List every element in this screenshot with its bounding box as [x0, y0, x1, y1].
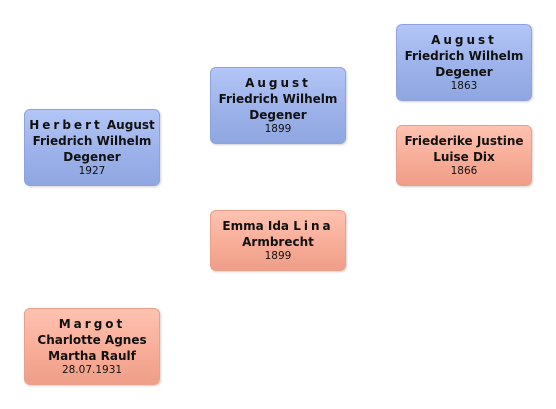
- person-date: 1927: [78, 165, 106, 177]
- person-name-line1: August: [245, 76, 311, 90]
- person-surname: Degener: [249, 108, 307, 122]
- person-date: 1866: [450, 165, 478, 177]
- person-date: 28.07.1931: [61, 364, 123, 376]
- person-surname: Degener: [63, 150, 121, 164]
- person-name-line1: Herbert August: [29, 117, 155, 133]
- person-first-names: Emma Ida: [222, 219, 294, 233]
- person-name-line1: Margot: [58, 317, 126, 331]
- person-date: 1899: [264, 123, 292, 135]
- person-call-name: Lina: [293, 219, 334, 233]
- person-name-line2: Charlotte Agnes: [37, 333, 147, 347]
- person-card-emma-armbrecht[interactable]: Emma Ida Lina Armbrecht 1899: [210, 210, 346, 271]
- person-card-august-degener-1899[interactable]: August Friedrich Wilhelm Degener 1899: [210, 67, 346, 144]
- person-surname: Degener: [435, 65, 493, 79]
- person-date: 1863: [450, 80, 478, 92]
- person-first-name: Herbert: [29, 118, 103, 132]
- person-card-august-degener-1863[interactable]: August Friedrich Wilhelm Degener 1863: [396, 24, 532, 101]
- person-name-line2: Friedrich Wilhelm: [218, 92, 338, 106]
- person-name-line2: Friedrich Wilhelm: [32, 134, 152, 148]
- person-card-herbert-degener[interactable]: Herbert August Friedrich Wilhelm Degener…: [24, 109, 160, 186]
- person-name-line1: August: [431, 33, 497, 47]
- person-card-friederike-dix[interactable]: Friederike Justine Luise Dix 1866: [396, 125, 532, 186]
- person-name-line1: Friederike Justine: [404, 134, 524, 148]
- person-name-line2: Friedrich Wilhelm: [404, 49, 524, 63]
- person-name-line1: Emma Ida Lina: [222, 218, 333, 234]
- person-surname: Luise Dix: [433, 150, 495, 164]
- person-surname: Armbrecht: [242, 235, 314, 249]
- person-date: 1899: [264, 250, 292, 262]
- person-card-margot-raulf[interactable]: Margot Charlotte Agnes Martha Raulf 28.0…: [24, 308, 160, 385]
- person-surname: Martha Raulf: [48, 349, 136, 363]
- person-second-name: August: [102, 118, 155, 132]
